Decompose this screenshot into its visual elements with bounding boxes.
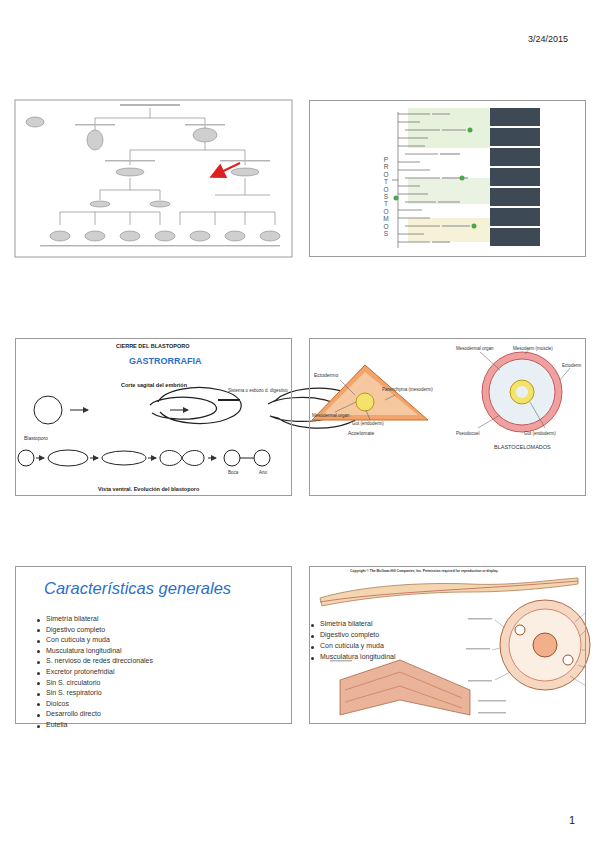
body-plan-slide: EctodermoParenchyma (mesoderm) Mesodermal… [309, 338, 586, 496]
bullet-item: Musculatura longitudinal [46, 647, 122, 655]
section-caption: Vista ventral. Evolución del blastoporo [98, 486, 199, 492]
bullet-item: Simetría bilateral [46, 615, 99, 623]
slide-heading: CIERRE DEL BLASTOPORO [116, 343, 189, 349]
bullet-item: Simetría bilateral [320, 620, 373, 628]
bullet-dot [37, 714, 40, 717]
phylogeny-slide [15, 100, 292, 257]
bullet-item: Excretor protonefridial [46, 668, 114, 676]
part-label: Blastoporo [24, 436, 48, 442]
bullet-item: Digestivo completo [46, 626, 105, 634]
bullet-dot [311, 624, 314, 627]
bullet-dot [37, 725, 40, 728]
part-label: Parenchyma (mesoderm) [382, 387, 433, 392]
anatomy-slide: Copyright © The McGraw-Hill Companies, I… [309, 566, 586, 724]
bullet-dot [37, 619, 40, 622]
part-label: Ectoderm [562, 363, 581, 368]
part-label: Sistema o esbozo d. digestivo [228, 388, 288, 393]
page-number: 1 [569, 814, 575, 826]
bullet-dot [37, 661, 40, 664]
part-label: Mesodermal organ [312, 413, 350, 418]
protostome-tree [392, 108, 540, 248]
bullet-item: Sin S. respiratorio [46, 689, 102, 697]
bullet-dot [37, 672, 40, 675]
part-label: Pseudocoel [456, 431, 480, 436]
bullet-item: Desarrollo directo [46, 710, 101, 718]
part-label: Ectodermo [314, 373, 338, 379]
bullet-dot [37, 693, 40, 696]
protostome-slide: PROTOSTOMOS [309, 100, 586, 257]
part-label: Mesoderm (muscle) [513, 346, 553, 351]
part-label: Ano [259, 470, 267, 475]
bullet-item: Digestivo completo [320, 631, 379, 639]
section-caption: Corte sagital del embrión [121, 382, 187, 388]
blastopore-drawings [18, 388, 364, 466]
body-plan-sections [312, 348, 570, 432]
characteristics-slide: Características generalesSimetría bilate… [15, 566, 292, 724]
bullet-item: Dioicos [46, 700, 69, 708]
slide-title: Características generales [44, 579, 231, 598]
bullet-dot [311, 657, 314, 660]
slide-title: GASTRORRAFIA [129, 356, 202, 366]
bullet-item: Con cutícula y muda [46, 636, 110, 644]
bullet-dot [37, 629, 40, 632]
bullet-item: Musculatura longitudinal [320, 653, 396, 661]
bullet-item: Eutelia [46, 721, 67, 729]
bullet-dot [37, 682, 40, 685]
part-label: Mesodermal organ [456, 346, 494, 351]
bullet-dot [37, 703, 40, 706]
bullet-dot [37, 650, 40, 653]
blastopore-slide: CIERRE DEL BLASTOPORO GASTRORRAFIA Corte s… [15, 338, 292, 496]
part-label: Gut (endoderm) [352, 421, 384, 426]
bullet-dot [37, 640, 40, 643]
page-date: 3/24/2015 [528, 34, 568, 44]
vertical-title: PROTOSTOMOS [383, 156, 389, 237]
bullet-item: S. nervioso de redes direccionales [46, 657, 153, 665]
copyright-note: Copyright © The McGraw-Hill Companies, I… [350, 570, 498, 574]
part-label: Boca [228, 470, 238, 475]
section-caption: Acoelomate [348, 431, 374, 437]
section-caption: BLASTOCELOMADOS [494, 444, 551, 450]
part-label: Gut (endoderm) [524, 431, 556, 436]
bullet-item: Con cutícula y muda [320, 642, 384, 650]
bullet-item: Sin S. circulatorio [46, 679, 100, 687]
bullet-dot [311, 635, 314, 638]
nematode-anatomy [320, 578, 590, 715]
bullet-dot [311, 646, 314, 649]
